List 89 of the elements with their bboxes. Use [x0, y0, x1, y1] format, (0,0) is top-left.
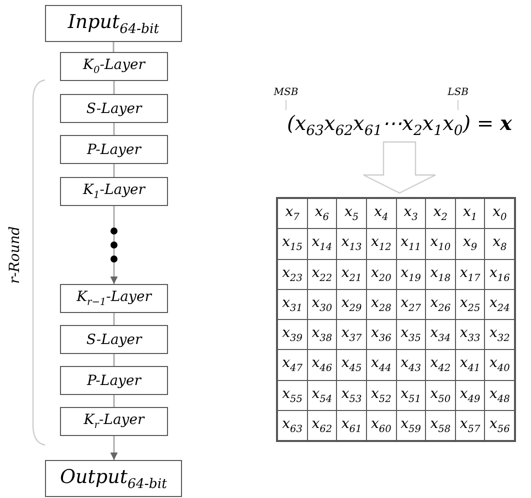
arrow [110, 436, 118, 460]
bit-cell: x$_{1}$ [455, 198, 485, 229]
connector-line [113, 123, 115, 135]
bit-cell: x$_{46}$ [307, 350, 337, 380]
bit-cell: x$_{52}$ [366, 380, 396, 410]
bit-cell: x$_{20}$ [366, 259, 396, 290]
bit-cell: x$_{56}$ [484, 410, 514, 440]
bit-cell: x$_{2}$ [426, 198, 456, 229]
bit-cell: x$_{29}$ [336, 289, 366, 320]
bit-cell: x$_{28}$ [366, 289, 396, 320]
bit-cell: x$_{50}$ [426, 380, 456, 410]
bit-cell: x$_{43}$ [396, 350, 426, 380]
connector-line [113, 354, 115, 366]
bit-grid [276, 197, 516, 442]
connector-line [112, 42, 114, 52]
bit-cell: x$_{17}$ [455, 259, 485, 290]
bit-cell: x$_{49}$ [455, 380, 485, 410]
layer-box: P-Layer [60, 366, 168, 395]
bit-cell: x$_{40}$ [484, 350, 514, 380]
bit-cell: x$_{63}$ [278, 410, 308, 440]
connector-line [113, 164, 115, 177]
bit-cell: x$_{5}$ [336, 198, 366, 229]
bit-cell: x$_{35}$ [396, 320, 426, 350]
bit-cell: x$_{31}$ [278, 289, 308, 320]
layer-box: K$_{r−1}$-Layer [60, 284, 168, 313]
layer-box: P-Layer [60, 135, 168, 164]
bit-cell: x$_{36}$ [366, 320, 396, 350]
bit-cell: x$_{23}$ [278, 259, 308, 290]
bit-cell: x$_{58}$ [426, 410, 456, 440]
bit-cell: x$_{13}$ [336, 228, 366, 259]
connector-line [113, 395, 115, 407]
bit-cell: x$_{61}$ [336, 410, 366, 440]
bit-cell: x$_{14}$ [307, 228, 337, 259]
bit-cell: x$_{11}$ [396, 228, 426, 259]
bit-cell: x$_{57}$ [455, 410, 485, 440]
bit-cell: x$_{22}$ [307, 259, 337, 290]
bit-label: LSB [444, 84, 472, 100]
bit-cell: x$_{38}$ [307, 320, 337, 350]
bit-cell: x$_{4}$ [366, 198, 396, 229]
connector-line [113, 313, 115, 325]
bit-cell: x$_{15}$ [278, 228, 308, 259]
bit-cell: x$_{48}$ [484, 380, 514, 410]
bit-cell: x$_{0}$ [484, 198, 514, 229]
bit-cell: x$_{59}$ [396, 410, 426, 440]
input-box: Input$_{64-bit}$ [45, 5, 182, 42]
layer-box: K$_{0}$-Layer [60, 52, 168, 81]
bit-cell: x$_{42}$ [426, 350, 456, 380]
bit-cell: x$_{6}$ [307, 198, 337, 229]
bit-cell: x$_{26}$ [426, 289, 456, 320]
bit-cell: x$_{51}$ [396, 380, 426, 410]
output-box: Output$_{64-bit}$ [45, 460, 182, 497]
bit-cell: x$_{8}$ [484, 228, 514, 259]
bit-vector-formula: (x$_{63}$x$_{62}$x$_{61}$⋯x$_{2}$x$_{1}$x$_{0}$) = x [268, 110, 531, 140]
bit-cell: x$_{19}$ [396, 259, 426, 290]
bit-cell: x$_{39}$ [278, 320, 308, 350]
bit-cell: x$_{33}$ [455, 320, 485, 350]
bit-cell: x$_{7}$ [278, 198, 308, 229]
bit-cell: x$_{47}$ [278, 350, 308, 380]
bit-cell: x$_{37}$ [336, 320, 366, 350]
layer-box: K$_{1}$-Layer [60, 177, 168, 206]
layer-box: S-Layer [60, 94, 168, 123]
bit-cell: x$_{55}$ [278, 380, 308, 410]
bit-cell: x$_{44}$ [366, 350, 396, 380]
bit-cell: x$_{21}$ [336, 259, 366, 290]
bit-cell: x$_{18}$ [426, 259, 456, 290]
bit-cell: x$_{10}$ [426, 228, 456, 259]
bit-cell: x$_{34}$ [426, 320, 456, 350]
block-arrow [362, 141, 436, 194]
bit-cell: x$_{12}$ [366, 228, 396, 259]
bit-cell: x$_{27}$ [396, 289, 426, 320]
bit-cell: x$_{9}$ [455, 228, 485, 259]
connector-line [113, 81, 115, 94]
arrow [110, 206, 118, 284]
bit-cell: x$_{32}$ [484, 320, 514, 350]
layer-box: S-Layer [60, 325, 168, 354]
layer-box: K$_{r}$-Layer [60, 407, 168, 436]
bit-cell: x$_{3}$ [396, 198, 426, 229]
bit-label: MSB [272, 84, 300, 100]
bit-cell: x$_{60}$ [366, 410, 396, 440]
bit-cell: x$_{25}$ [455, 289, 485, 320]
bit-cell: x$_{41}$ [455, 350, 485, 380]
bit-cell: x$_{24}$ [484, 289, 514, 320]
bit-cell: x$_{62}$ [307, 410, 337, 440]
bit-cell: x$_{45}$ [336, 350, 366, 380]
round-label: r-Round [7, 226, 23, 284]
bit-cell: x$_{53}$ [336, 380, 366, 410]
bit-cell: x$_{30}$ [307, 289, 337, 320]
bit-cell: x$_{16}$ [484, 259, 514, 290]
bit-cell: x$_{54}$ [307, 380, 337, 410]
